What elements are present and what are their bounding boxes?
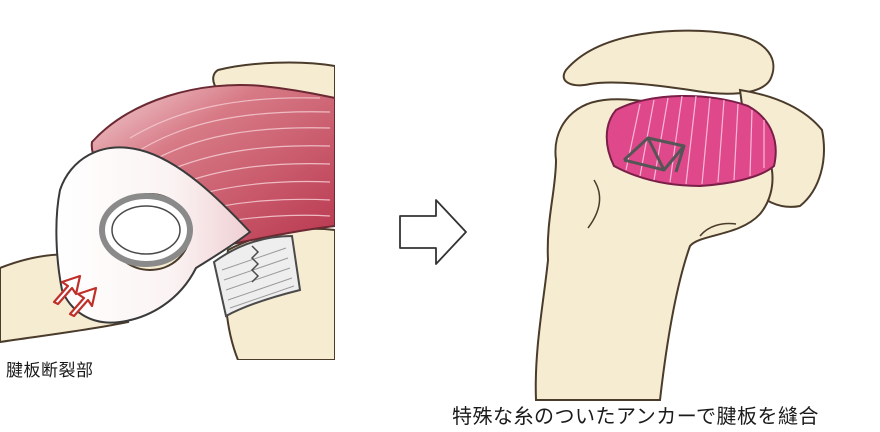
acromion-right bbox=[564, 31, 774, 94]
repaired-shoulder-panel bbox=[536, 31, 824, 400]
torn-cuff-panel bbox=[0, 63, 335, 360]
tear-site-label: 腱板断裂部 bbox=[6, 356, 94, 381]
repair-caption: 特殊な糸のついたアンカーで腱板を縫合 bbox=[452, 400, 819, 429]
process-arrow-icon bbox=[400, 200, 466, 264]
